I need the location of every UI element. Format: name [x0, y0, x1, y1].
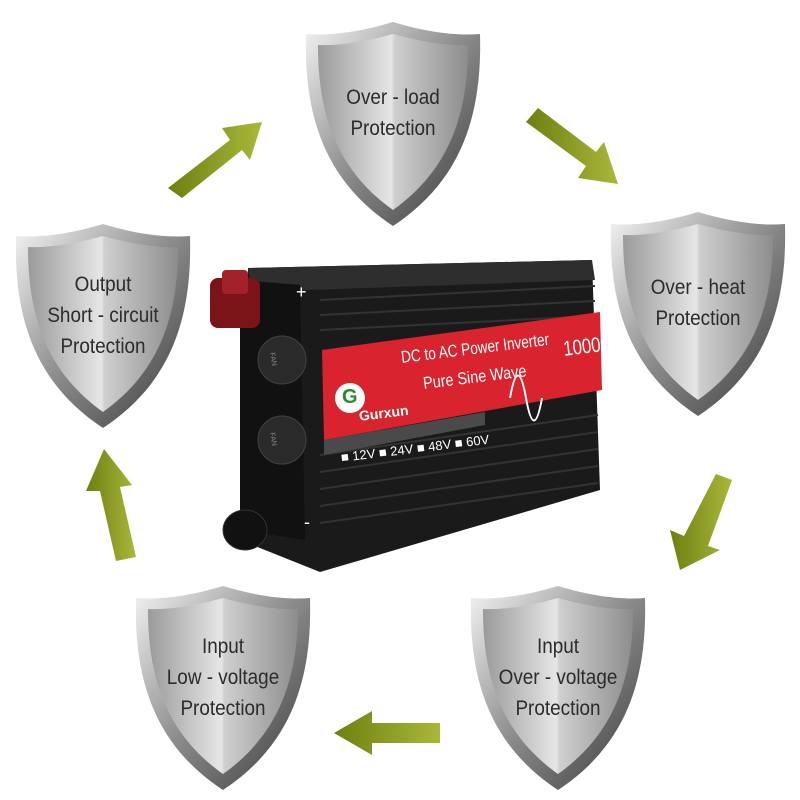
inverter-product-image: G Gurxun DC to AC Power Inverter Pure Si…	[200, 240, 627, 580]
sine-wave-icon	[509, 374, 543, 422]
arrow-icon	[526, 108, 618, 184]
shield-text: Short - circuit	[47, 303, 159, 327]
shield-icon	[15, 224, 191, 428]
arrow-icon	[670, 474, 732, 570]
shield-text: Protection	[60, 334, 146, 358]
positive-terminal-label: +	[296, 282, 307, 302]
shield-text: Protection	[515, 696, 601, 720]
shield-text: Over - load	[346, 86, 440, 109]
shield-icon	[470, 586, 646, 790]
arrow-icon	[168, 122, 262, 198]
shield-text: Input	[201, 634, 245, 658]
shield-text: Output	[74, 272, 132, 296]
arrow-icon	[86, 449, 136, 561]
shield-text: Protection	[655, 307, 741, 330]
shield-icon	[135, 586, 311, 790]
negative-terminal-label: -	[304, 512, 310, 532]
red-label	[322, 312, 602, 440]
brand-logo: G	[342, 386, 358, 408]
shield-text: Over - voltage	[498, 665, 618, 689]
arrow-icon	[334, 711, 440, 755]
shield-icon	[610, 212, 786, 416]
shield-text: Protection	[350, 117, 436, 140]
inverter-body	[210, 260, 602, 572]
shield-text: Input	[536, 634, 580, 658]
shield-text: Protection	[180, 696, 266, 720]
shield-text: Low - voltage	[166, 665, 280, 689]
shield-icon	[305, 22, 481, 226]
shield-text: Over - heat	[650, 276, 746, 299]
